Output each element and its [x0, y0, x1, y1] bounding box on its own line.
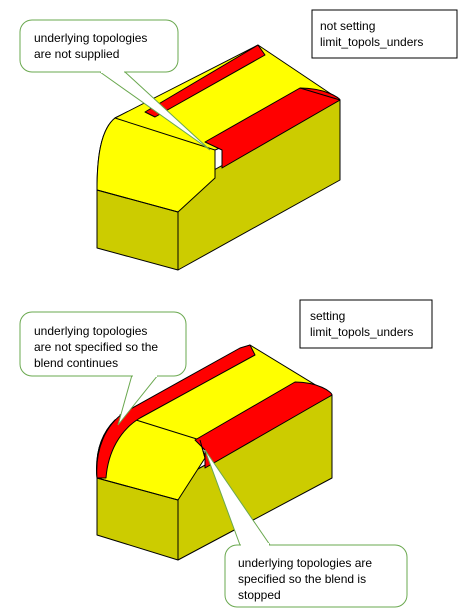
bottom-callout-lower-box	[224, 544, 408, 608]
bottom-callout-lower-join	[241, 543, 269, 548]
top-blend-left-strip	[144, 44, 266, 118]
top-callout-line-2: are not supplied	[34, 47, 119, 61]
top-note-text: not setting limit_topols_unders	[320, 19, 423, 49]
bottom-note-line-1: setting	[310, 309, 345, 323]
top-callout: underlying topologies are not supplied	[19, 19, 211, 151]
top-block-model	[96, 44, 341, 271]
bottom-note-text: setting limit_topols_unders	[310, 309, 413, 339]
bottom-callout-upper-box	[19, 311, 187, 377]
bottom-note-line-2: limit_topols_unders	[310, 325, 413, 339]
bottom-callout-upper-text: underlying topologies are not specified …	[34, 324, 161, 370]
top-blend-right	[204, 87, 341, 169]
bottom-callout-upper-join	[133, 372, 157, 377]
bottom-blend-right-stopped	[194, 381, 333, 469]
top-note-box	[311, 9, 458, 59]
top-callout-join	[101, 69, 124, 73]
bottom-callout-upper: underlying topologies are not specified …	[19, 311, 187, 426]
top-note-line-1: not setting	[320, 19, 375, 33]
top-note: not setting limit_topols_unders	[311, 9, 458, 59]
bottom-edge-1	[96, 477, 179, 501]
bottom-edge-4	[199, 439, 206, 459]
top-edge-1	[96, 189, 179, 213]
bottom-block-model	[96, 344, 333, 561]
bottom-note-box	[299, 299, 433, 349]
top-note-line-2: limit_topols_unders	[320, 35, 423, 49]
top-edge-4	[299, 87, 341, 101]
bottom-callout-upper-line-1: underlying topologies	[34, 324, 147, 338]
bottom-callout-lower: underlying topologies are specified so t…	[204, 449, 408, 608]
top-callout-box	[19, 19, 179, 73]
bottom-callout-lower-text: underlying topologies are specified so t…	[238, 556, 375, 602]
bottom-note: setting limit_topols_unders	[299, 299, 433, 349]
top-callout-text: underlying topologies are not supplied	[34, 31, 151, 61]
bottom-callout-lower-line-1: underlying topologies are	[238, 556, 372, 570]
top-callout-line-1: underlying topologies	[34, 31, 147, 45]
bottom-callout-upper-line-3: blend continues	[34, 356, 118, 370]
bottom-callout-lower-line-2: specified so the blend is	[238, 572, 366, 586]
bottom-callout-upper-line-2: are not specified so the	[34, 340, 158, 354]
bottom-callout-lower-line-3: stopped	[238, 588, 281, 602]
